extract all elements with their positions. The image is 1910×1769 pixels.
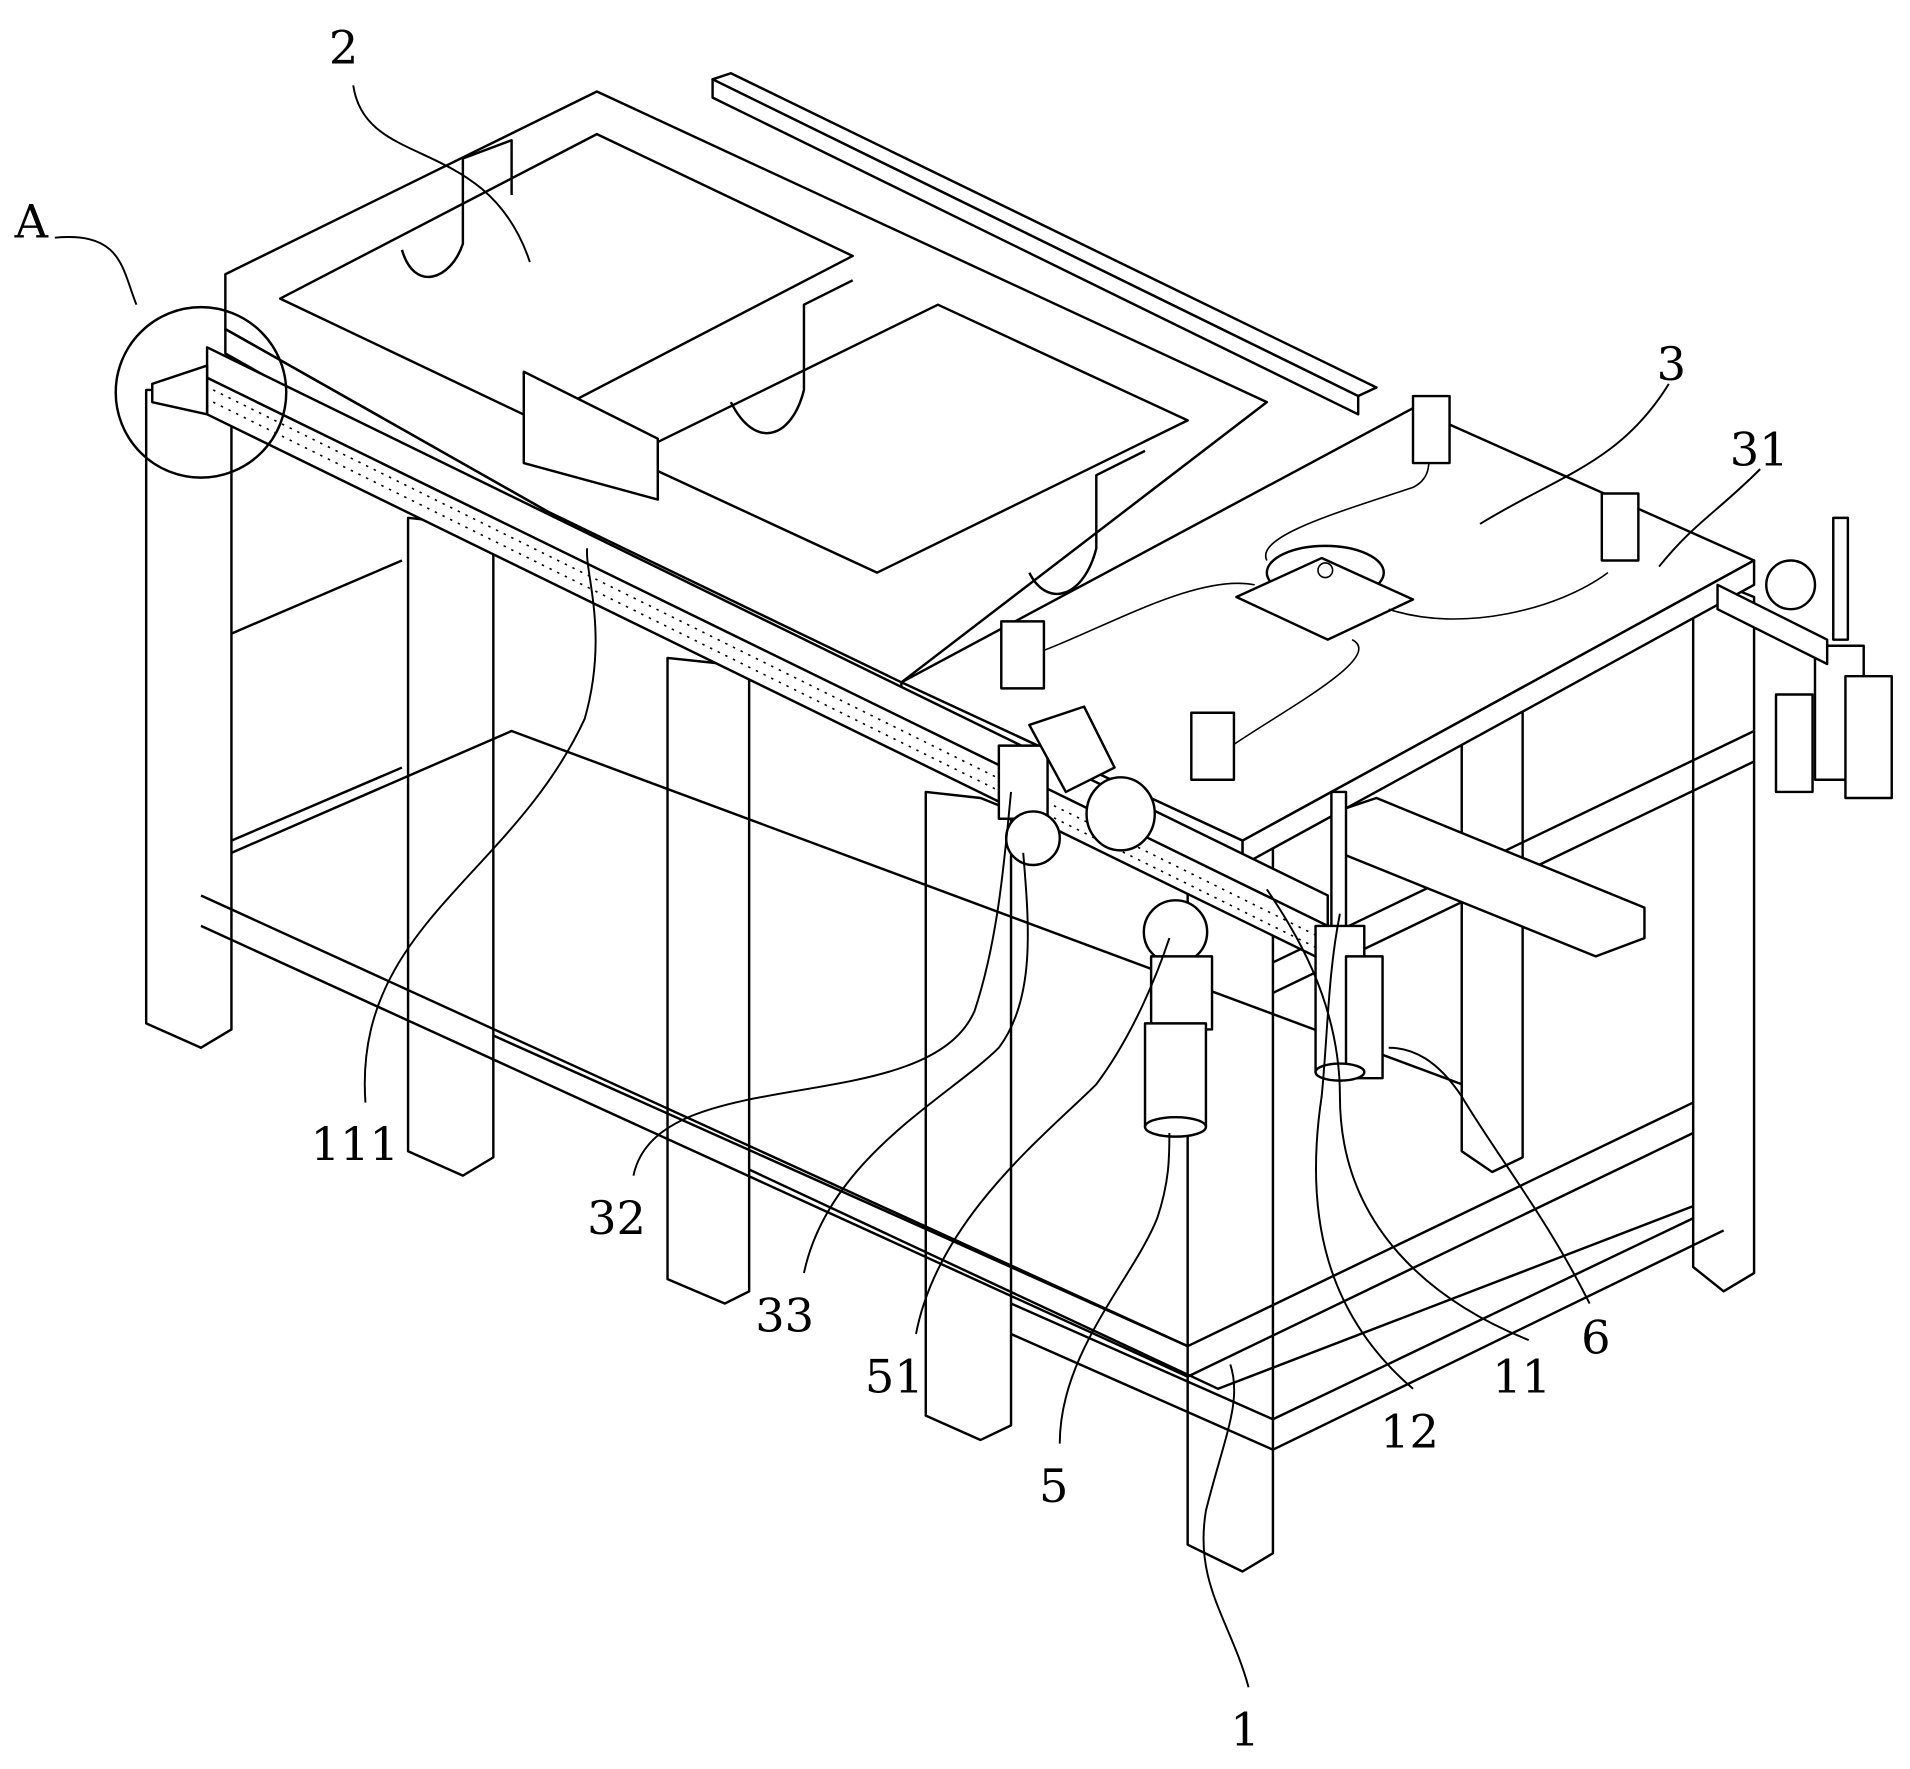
- label-51: 51: [865, 1349, 924, 1403]
- label-111: 111: [311, 1117, 399, 1171]
- label-5: 5: [1039, 1459, 1068, 1513]
- label-6: 6: [1581, 1310, 1610, 1364]
- label-2: 2: [329, 20, 358, 74]
- label-3: 3: [1657, 337, 1686, 391]
- label-33: 33: [755, 1289, 814, 1343]
- label-1: 1: [1230, 1703, 1259, 1757]
- label-11: 11: [1492, 1349, 1551, 1403]
- drive-motor-5-51: [1144, 900, 1212, 1136]
- label-32: 32: [587, 1191, 646, 1245]
- label-a: A: [14, 195, 49, 249]
- label-31: 31: [1730, 422, 1789, 476]
- label-12: 12: [1380, 1404, 1439, 1458]
